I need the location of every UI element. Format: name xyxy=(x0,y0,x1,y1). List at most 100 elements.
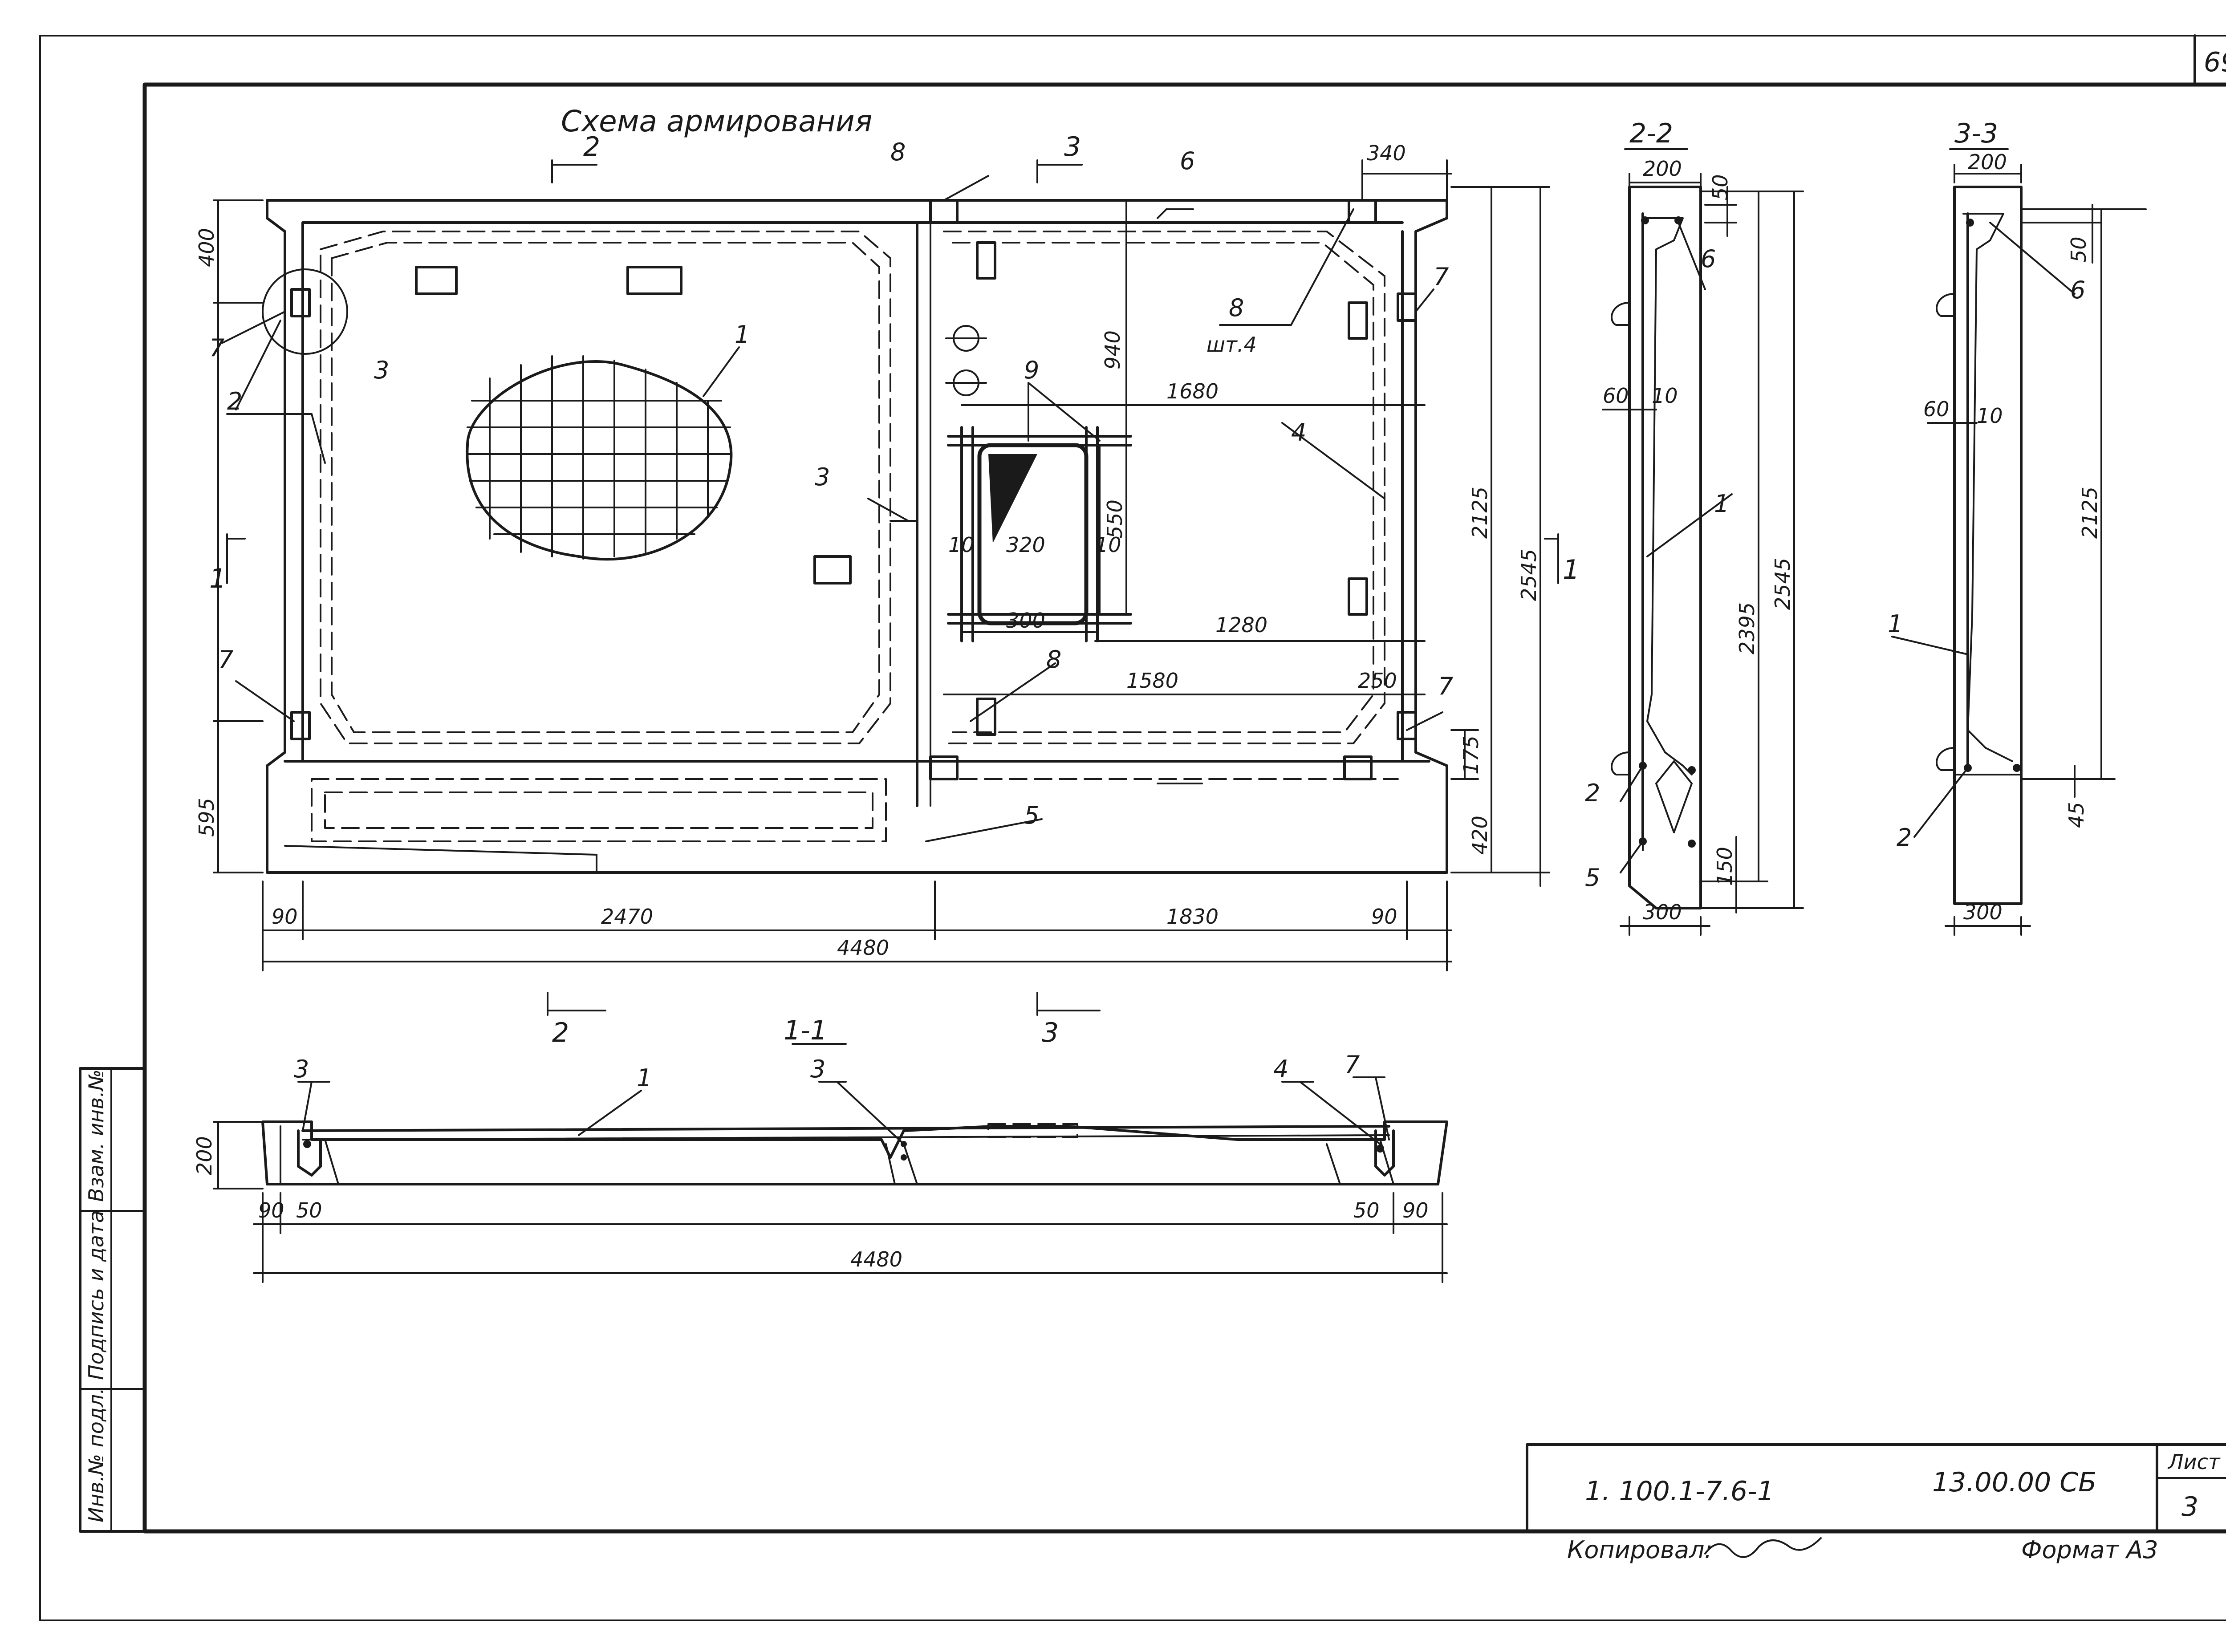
s22-label-1: 1 xyxy=(1714,490,1729,518)
plan-label-7b: 7 xyxy=(1434,263,1449,291)
dim-90b: 90 xyxy=(1371,905,1397,929)
s11-dim-50a: 50 xyxy=(296,1198,322,1222)
plan-view xyxy=(262,199,1448,874)
s11-label-3b: 3 xyxy=(810,1055,825,1083)
dim-2125: 2125 xyxy=(1468,487,1492,539)
stamp-podpis: Подпись и дата xyxy=(84,1210,108,1380)
section-2-2-title: 2-2 xyxy=(1629,118,1673,149)
s33-dim-60: 60 xyxy=(1923,397,1950,421)
s11-dim-50b: 50 xyxy=(1353,1198,1380,1222)
plan-label-7a: 7 xyxy=(209,334,224,362)
s11-dim-200: 200 xyxy=(192,1136,216,1175)
sheet-frame xyxy=(39,34,2226,1621)
cut-mark-1-left: 1 xyxy=(209,563,226,594)
cut-mark-3-bottom: 3 xyxy=(1042,1017,1059,1048)
dim-10b: 10 xyxy=(1095,533,1121,557)
s33-dim-10: 10 xyxy=(1977,404,2003,428)
s22-dim-10: 10 xyxy=(1652,384,1678,408)
plan-label-8c: 8 xyxy=(1046,645,1061,674)
stamp-vzam: Взам. инв.№ xyxy=(84,1069,108,1202)
s33-dim-45: 45 xyxy=(2064,802,2088,828)
cut-mark-3-top: 3 xyxy=(1064,131,1081,162)
s22-dim-150: 150 xyxy=(1713,847,1737,886)
plan-label-6: 6 xyxy=(1180,147,1195,175)
list-label: Лист xyxy=(2167,1450,2221,1474)
doc-number: 13.00.00 СБ xyxy=(1932,1467,2096,1498)
s33-label-2: 2 xyxy=(1897,824,1912,852)
s22-dim-200: 200 xyxy=(1643,157,1682,181)
plan-label-7c: 7 xyxy=(218,645,233,674)
dim-2545: 2545 xyxy=(1517,549,1541,601)
s11-dim-90a: 90 xyxy=(258,1198,284,1222)
section-1-1-title: 1-1 xyxy=(784,1015,827,1046)
dim-10a: 10 xyxy=(948,533,975,557)
dim-4480: 4480 xyxy=(837,936,889,960)
s33-dim-200: 200 xyxy=(1968,150,2007,174)
section-3-3-title: 3-3 xyxy=(1954,118,1998,149)
section-2-2 xyxy=(1611,148,1702,909)
plan-leaders xyxy=(222,159,1559,1016)
plan-label-8-qty: шт.4 xyxy=(1206,333,1257,357)
section-1-1 xyxy=(261,1043,1448,1185)
s22-label-5: 5 xyxy=(1585,864,1600,892)
plan-label-4: 4 xyxy=(1291,418,1306,446)
cut-mark-2-bottom: 2 xyxy=(552,1017,569,1048)
left-stamp xyxy=(79,1067,146,1533)
plan-label-8a: 8 xyxy=(890,138,906,166)
dim-1280: 1280 xyxy=(1215,613,1267,637)
section-3-3-leaders xyxy=(1891,164,2147,936)
s22-dim-300: 300 xyxy=(1643,900,1682,924)
plan-label-9: 9 xyxy=(1024,356,1039,384)
copied-by: Копировал: xyxy=(1567,1536,1713,1564)
s33-label-6: 6 xyxy=(2070,276,2085,304)
scheme-title: Схема армирования xyxy=(561,104,872,138)
plan-label-2: 2 xyxy=(227,387,242,415)
dim-175: 175 xyxy=(1459,735,1483,775)
s11-label-3a: 3 xyxy=(294,1055,309,1083)
s22-dim-2545: 2545 xyxy=(1771,558,1795,610)
sheet-format: Формат А3 xyxy=(2021,1536,2158,1564)
s33-dim-2125: 2125 xyxy=(2078,487,2102,539)
s33-dim-300: 300 xyxy=(1963,900,2003,924)
section-2-2-leaders xyxy=(1602,173,1804,936)
s22-dim-60: 60 xyxy=(1603,384,1629,408)
doc-code: 1. 100.1-7.6-1 xyxy=(1585,1476,1774,1507)
plan-label-8b: 8 xyxy=(1229,294,1244,322)
dim-550: 550 xyxy=(1103,499,1127,539)
dim-1830: 1830 xyxy=(1166,905,1219,929)
plan-label-7d: 7 xyxy=(1438,672,1453,700)
s22-label-2: 2 xyxy=(1585,779,1600,807)
plan-dimension-lines xyxy=(213,159,1550,971)
plan-label-5: 5 xyxy=(1024,801,1039,829)
section-1-1-leaders xyxy=(213,1076,1448,1283)
dim-420: 420 xyxy=(1468,816,1492,855)
s33-label-1: 1 xyxy=(1888,610,1903,638)
dim-90a: 90 xyxy=(272,905,298,929)
s11-label-4: 4 xyxy=(1273,1055,1288,1083)
dim-1680: 1680 xyxy=(1166,379,1219,403)
plan-label-3b: 3 xyxy=(815,463,830,491)
s22-dim-2395: 2395 xyxy=(1735,602,1759,654)
s11-label-1: 1 xyxy=(637,1064,652,1092)
dim-400: 400 xyxy=(195,228,219,267)
list-number: 3 xyxy=(2181,1491,2198,1522)
dim-1580: 1580 xyxy=(1126,669,1178,693)
dim-940: 940 xyxy=(1101,330,1125,369)
s22-dim-50: 50 xyxy=(1708,174,1732,200)
page-number: 69 xyxy=(2204,47,2226,78)
title-block xyxy=(1526,1443,2226,1533)
s11-dim-90b: 90 xyxy=(1402,1198,1429,1222)
dim-320: 320 xyxy=(1006,533,1045,557)
dim-300: 300 xyxy=(1006,609,1045,633)
dim-340: 340 xyxy=(1367,141,1406,165)
dim-2470: 2470 xyxy=(601,905,653,929)
copier-signature xyxy=(1704,1537,1822,1558)
cut-mark-2-top: 2 xyxy=(583,131,600,162)
s22-label-6: 6 xyxy=(1701,245,1716,273)
dim-595: 595 xyxy=(195,798,219,837)
s11-dim-4480: 4480 xyxy=(850,1247,902,1271)
s11-label-7: 7 xyxy=(1345,1051,1360,1079)
cut-mark-1-right: 1 xyxy=(1563,554,1580,585)
plan-label-3: 3 xyxy=(374,356,389,384)
